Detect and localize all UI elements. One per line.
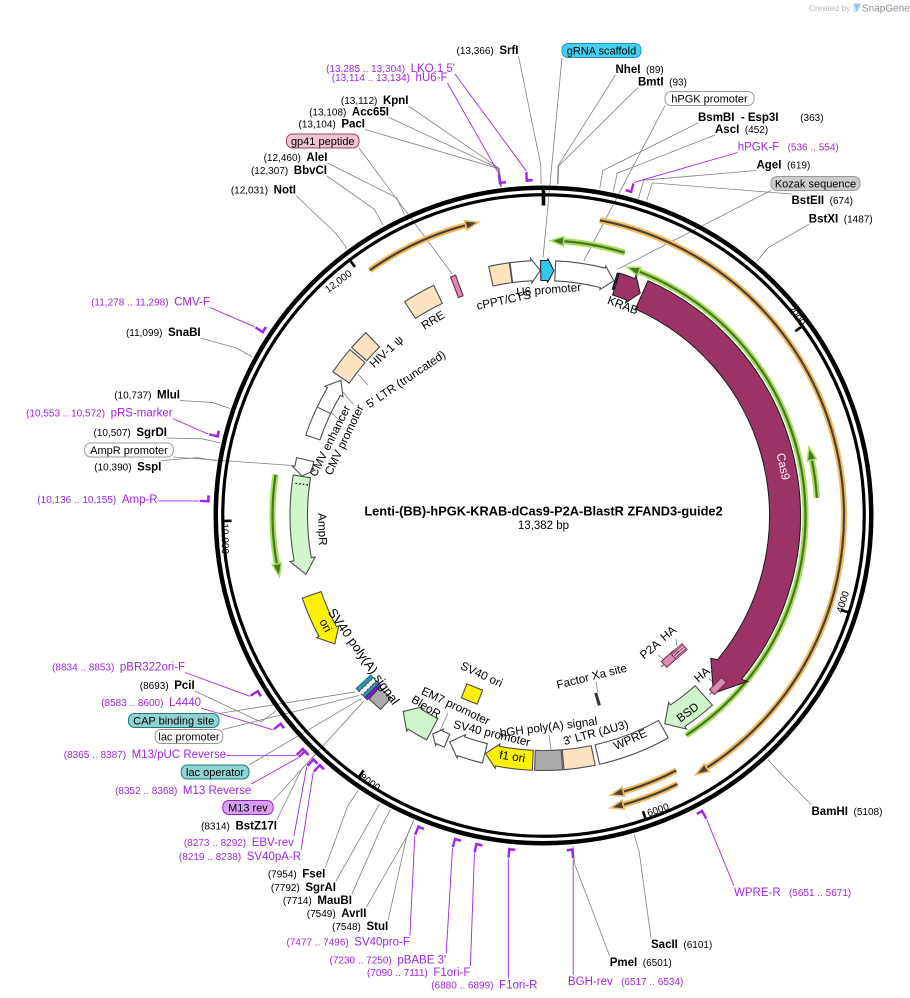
svg-text:f1 ori: f1 ori bbox=[498, 749, 526, 766]
svg-text:NheI (89): NheI (89) bbox=[616, 64, 664, 76]
svg-text:(11,099) SnaBI: (11,099) SnaBI bbox=[126, 327, 201, 339]
svg-text:(8365 .. 8387) M13/pUC Revers: (8365 .. 8387) M13/pUC Reverse bbox=[64, 749, 226, 761]
svg-text:BstXI (1487): BstXI (1487) bbox=[809, 213, 873, 225]
svg-text:(7230 .. 7250) pBABE 3': (7230 .. 7250) pBABE 3' bbox=[329, 955, 446, 967]
svg-text:lac promoter: lac promoter bbox=[158, 731, 219, 743]
svg-text:BmtI (93): BmtI (93) bbox=[638, 77, 687, 89]
svg-text:U6 promoter: U6 promoter bbox=[516, 281, 582, 299]
svg-text:(13,285 .. 13,304) LKO.1 5': (13,285 .. 13,304) LKO.1 5' bbox=[326, 63, 455, 75]
svg-text:hPGK-F (536 .. 554): hPGK-F (536 .. 554) bbox=[738, 142, 839, 154]
svg-text:(13,114 .. 13,134) hU6-F: (13,114 .. 13,134) hU6-F bbox=[332, 72, 448, 84]
svg-text:(13,112) KpnI: (13,112) KpnI bbox=[341, 95, 409, 107]
svg-text:(10,507) SgrDI: (10,507) SgrDI bbox=[94, 427, 167, 439]
svg-text:13,382 bp: 13,382 bp bbox=[518, 520, 569, 532]
svg-text:(6880 .. 6899) F1ori-R: (6880 .. 6899) F1ori-R bbox=[431, 980, 537, 992]
svg-text:SnapGene: SnapGene bbox=[862, 4, 910, 15]
svg-text:(12,307) BbvCI: (12,307) BbvCI bbox=[251, 165, 327, 177]
svg-text:(8314) BstZ17I: (8314) BstZ17I bbox=[201, 821, 277, 833]
svg-text:(7548) StuI: (7548) StuI bbox=[332, 921, 388, 933]
svg-text:Kozak sequence: Kozak sequence bbox=[775, 178, 856, 190]
svg-text:PmeI (6501): PmeI (6501) bbox=[610, 957, 672, 969]
svg-text:(12,460) AleI: (12,460) AleI bbox=[264, 152, 328, 164]
svg-text:(10,553 .. 10,572) pRS-marker: (10,553 .. 10,572) pRS-marker bbox=[26, 408, 173, 420]
svg-text:(7714) MauBI: (7714) MauBI bbox=[283, 895, 352, 907]
svg-text:CAP binding site: CAP binding site bbox=[133, 715, 214, 727]
svg-text:AmpR promoter: AmpR promoter bbox=[90, 445, 168, 457]
svg-text:(13,104) PacI: (13,104) PacI bbox=[299, 119, 365, 131]
svg-text:BstEII (674): BstEII (674) bbox=[792, 195, 854, 207]
svg-text:(13,366) SrfI: (13,366) SrfI bbox=[457, 45, 519, 57]
svg-text:(10,737) MluI: (10,737) MluI bbox=[114, 390, 180, 402]
svg-text:(7477 .. 7496) SV40pro-F: (7477 .. 7496) SV40pro-F bbox=[286, 937, 409, 949]
svg-text:Cas9: Cas9 bbox=[774, 452, 793, 481]
svg-text:(8352 .. 8368) M13 Reverse: (8352 .. 8368) M13 Reverse bbox=[115, 785, 251, 797]
svg-text:(11,278 .. 11,298) CMV-F: (11,278 .. 11,298) CMV-F bbox=[91, 297, 210, 309]
svg-text:(8273 .. 8292) EBV-rev: (8273 .. 8292) EBV-rev bbox=[184, 837, 294, 849]
svg-text:lac operator: lac operator bbox=[186, 767, 244, 779]
svg-text:BamHI (5108): BamHI (5108) bbox=[812, 806, 883, 818]
svg-text:(8834 .. 8853) pBR322ori-F: (8834 .. 8853) pBR322ori-F bbox=[52, 662, 185, 674]
svg-text:(7090 .. 7111) F1ori-F: (7090 .. 7111) F1ori-F bbox=[367, 967, 470, 979]
svg-text:BGH-rev (6517 .. 6534): BGH-rev (6517 .. 6534) bbox=[568, 976, 683, 988]
svg-text:(363): (363) bbox=[800, 113, 823, 124]
svg-text:gp41 peptide: gp41 peptide bbox=[291, 136, 355, 148]
svg-text:(10,390) SspI: (10,390) SspI bbox=[94, 462, 161, 474]
svg-text:(12,031) NotI: (12,031) NotI bbox=[231, 185, 296, 197]
svg-text:(10,136 .. 10,155) Amp-R: (10,136 .. 10,155) Amp-R bbox=[37, 494, 157, 506]
svg-text:M13 rev: M13 rev bbox=[228, 802, 268, 814]
svg-text:(7792) SgrAI: (7792) SgrAI bbox=[271, 882, 336, 894]
svg-text:(7549) AvrII: (7549) AvrII bbox=[307, 908, 367, 920]
svg-text:(8219 .. 8238) SV40pA-R: (8219 .. 8238) SV40pA-R bbox=[179, 851, 301, 863]
svg-text:ori: ori bbox=[317, 617, 335, 635]
svg-text:(8583 .. 8600) L4440: (8583 .. 8600) L4440 bbox=[101, 697, 201, 709]
svg-text:Created by: Created by bbox=[809, 3, 851, 13]
svg-text:(7954) FseI: (7954) FseI bbox=[268, 869, 325, 881]
svg-text:hPGK promoter: hPGK promoter bbox=[671, 93, 748, 105]
svg-text:AscI (452): AscI (452) bbox=[715, 124, 768, 136]
svg-text:AmpR: AmpR bbox=[315, 513, 329, 546]
svg-text:WPRE-R (5651 .. 5671): WPRE-R (5651 .. 5671) bbox=[734, 887, 851, 899]
svg-text:(8693) PciI: (8693) PciI bbox=[140, 680, 195, 692]
svg-text:(13,108) Acc65I: (13,108) Acc65I bbox=[309, 107, 389, 119]
svg-text:10,000: 10,000 bbox=[219, 523, 231, 554]
svg-text:gRNA scaffold: gRNA scaffold bbox=[567, 45, 637, 57]
svg-text:AgeI (619): AgeI (619) bbox=[757, 160, 811, 172]
svg-text:BsmBI - Esp3I: BsmBI - Esp3I bbox=[698, 112, 779, 124]
svg-text:Lenti-(BB)-hPGK-KRAB-dCas9-P2A: Lenti-(BB)-hPGK-KRAB-dCas9-P2A-BlastR ZF… bbox=[364, 503, 722, 518]
svg-text:SacII (6101): SacII (6101) bbox=[651, 939, 712, 951]
